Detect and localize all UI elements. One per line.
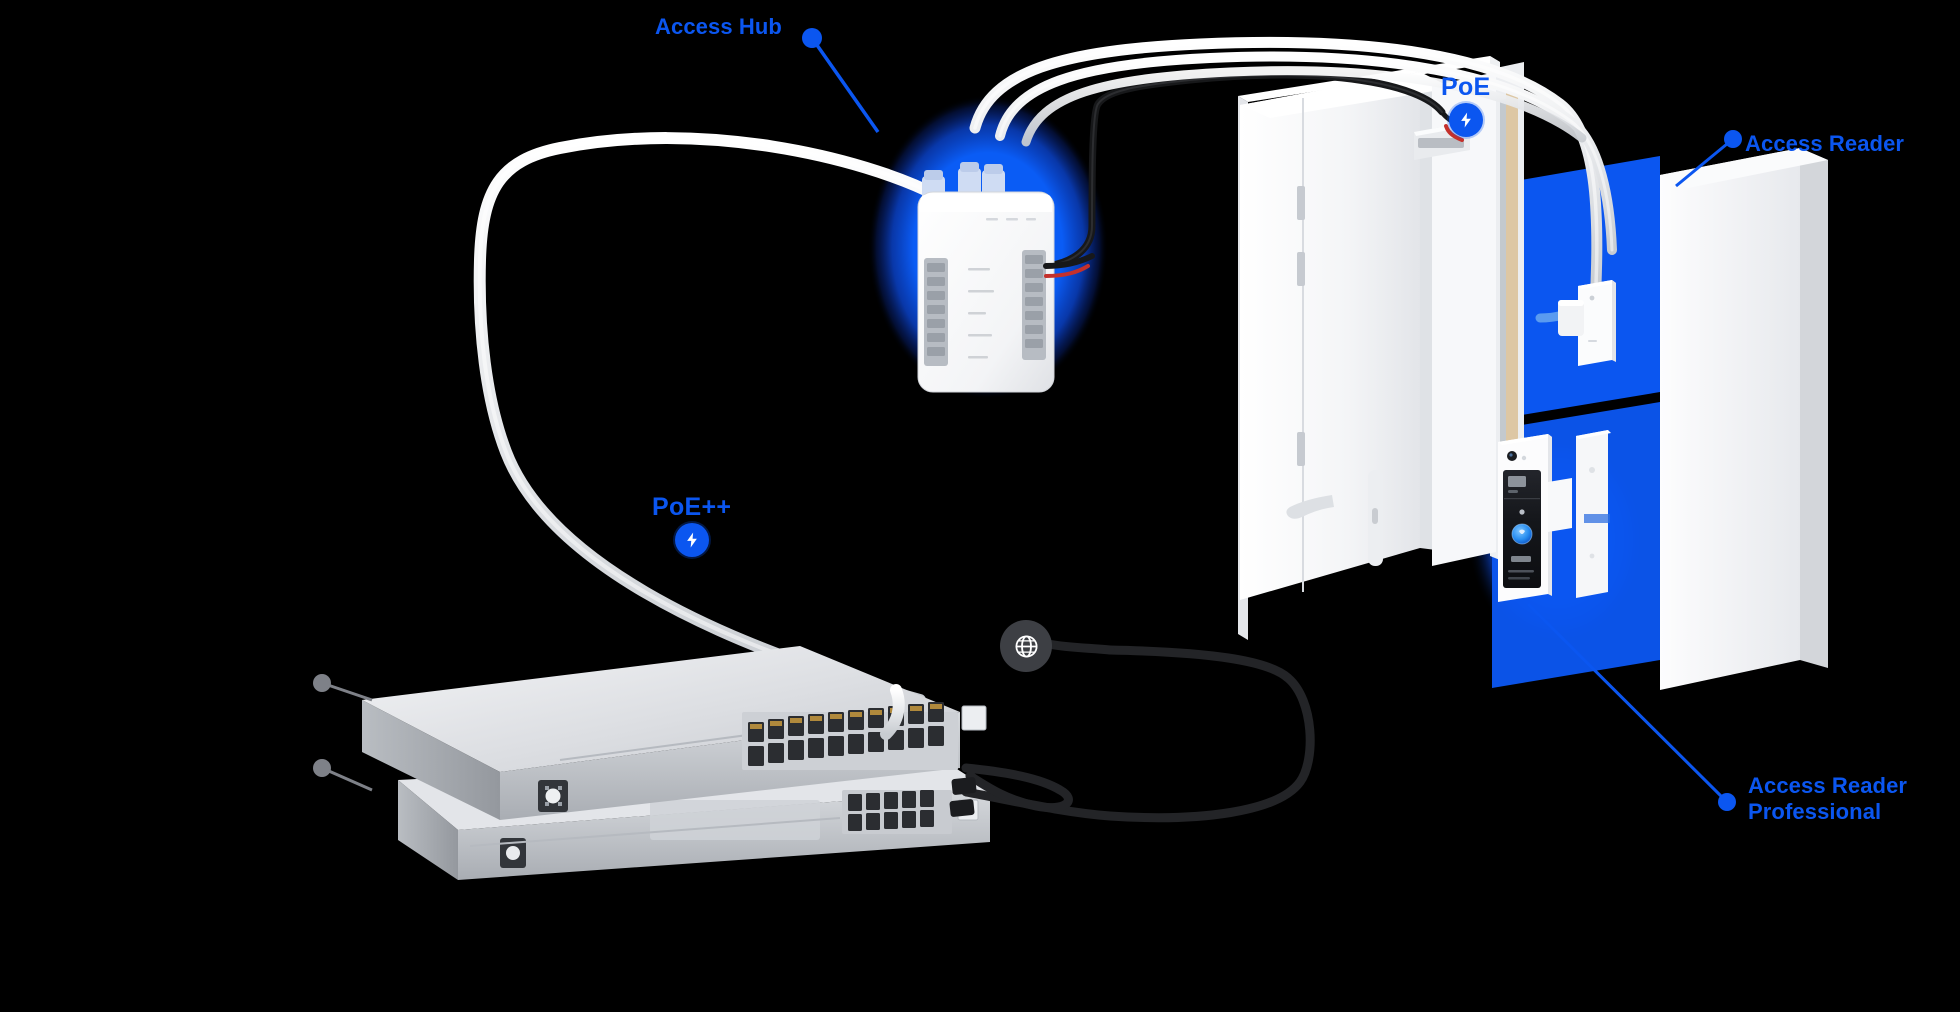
cable-switch-uplink-a [961, 645, 1315, 823]
hub-terminal-right [1022, 250, 1046, 360]
leader-line-hub [810, 36, 880, 134]
leader-line-reader [1675, 137, 1734, 188]
leader-dot-reader-pro [1718, 793, 1736, 811]
door-handle [1286, 470, 1383, 566]
leader-dot-hub [802, 28, 822, 48]
access-reader-pro-device [1498, 430, 1611, 602]
leader-dot-reader [1724, 130, 1742, 148]
leader-line-reader-pro [1526, 602, 1729, 804]
globe-icon [1000, 620, 1052, 672]
wall-right [1660, 148, 1828, 690]
cable-hub-to-switch [473, 132, 944, 706]
hub-lock-wire-black [1043, 253, 1095, 269]
switch-top [362, 646, 987, 820]
door-panel-rear [1432, 72, 1496, 566]
hub-lock-wire-red [1044, 264, 1090, 278]
switch-top-ports [742, 702, 987, 770]
cable-switch-uplink-b [961, 763, 1073, 813]
switch-markers [313, 674, 373, 792]
hub-terminal-left [924, 258, 948, 366]
access-reader-device [1558, 280, 1616, 366]
access-hub-device [917, 162, 1055, 393]
wall-accent-panel [1492, 156, 1660, 420]
